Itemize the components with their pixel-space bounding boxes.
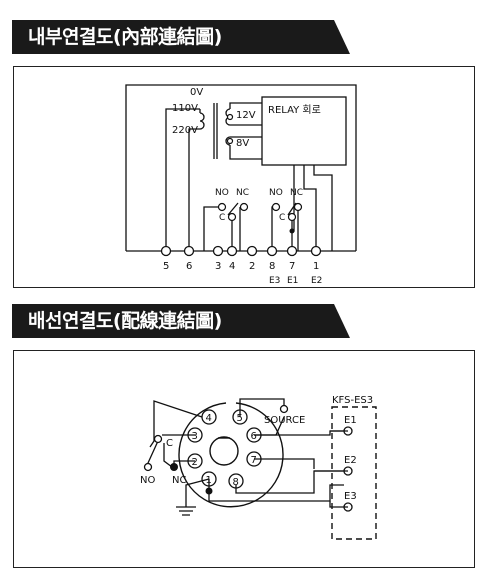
label-e1: E1 (344, 415, 357, 426)
label-110v: 110V (172, 103, 198, 114)
label-relay: RELAY 회로 (268, 104, 321, 116)
terminal-sub-e1: E1 (287, 276, 298, 286)
label-0v: 0V (190, 87, 203, 98)
socket-pin-label: 8 (233, 477, 239, 488)
label-nc: NC (172, 475, 186, 486)
section2-title: 배선연결도(配線連結圖) (28, 310, 222, 332)
terminal-7 (286, 245, 298, 257)
label-c: C (166, 438, 173, 449)
section1-banner: 내부연결도(內部連結圖) (12, 20, 352, 54)
internal-diagram: 0V 110V 220V 12V 8V RELAY 회로 NO NC C NO … (125, 84, 357, 286)
label-c-2: C (279, 213, 285, 223)
label-e2: E2 (344, 455, 357, 466)
terminal-3 (212, 245, 224, 257)
terminal-label: 3 (215, 261, 221, 272)
socket-pin-label: 7 (251, 455, 257, 466)
terminal-label: 7 (289, 261, 295, 272)
label-source: SOURCE (264, 415, 305, 426)
socket-pin-label: 4 (206, 413, 212, 424)
label-c-1: C (219, 213, 225, 223)
label-no-2: NO (269, 188, 283, 198)
banner-shape (12, 20, 350, 54)
label-12v: 12V (236, 110, 256, 121)
terminal-1 (310, 245, 322, 257)
terminal-label: 4 (229, 261, 235, 272)
label-nc-2: NC (290, 188, 303, 198)
terminal-label: 8 (269, 261, 275, 272)
terminal-4 (226, 245, 238, 257)
label-no-1: NO (215, 188, 229, 198)
socket-pin-label: 6 (251, 431, 257, 442)
terminal-5 (160, 245, 172, 257)
terminal-label: 1 (313, 261, 319, 272)
terminal-sub-e2: E2 (311, 276, 322, 286)
terminal-8 (266, 245, 278, 257)
label-nc-1: NC (236, 188, 249, 198)
terminal-6 (183, 245, 195, 257)
section2-banner: 배선연결도(配線連結圖) (12, 304, 352, 338)
socket-pin-label: 2 (192, 457, 198, 468)
label-220v: 220V (172, 125, 198, 136)
internal-diagram-panel: 0V 110V 220V 12V 8V RELAY 회로 NO NC C NO … (13, 66, 475, 288)
label-8v: 8V (236, 138, 249, 149)
terminal-label: 2 (249, 261, 255, 272)
terminal-label: 5 (163, 261, 169, 272)
terminal-label: 6 (186, 261, 192, 272)
label-e3: E3 (344, 491, 357, 502)
section1-title: 내부연결도(內部連結圖) (28, 26, 222, 48)
socket-pin-label: 3 (192, 431, 198, 442)
banner-shape (12, 304, 350, 338)
terminal-2 (246, 245, 258, 257)
label-model: KFS-ES3 (332, 395, 373, 406)
terminal-sub-e3: E3 (269, 276, 280, 286)
socket-pin-label: 5 (237, 413, 243, 424)
label-no: NO (140, 475, 155, 486)
